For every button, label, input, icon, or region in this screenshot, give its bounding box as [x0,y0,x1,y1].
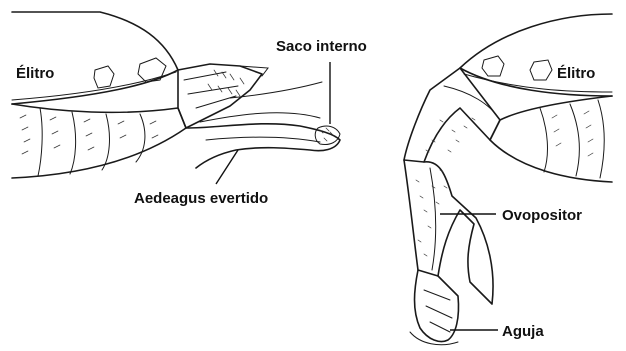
label-ovipositor: Ovopositor [502,207,582,224]
label-needle: Aguja [502,323,544,340]
label-internal-sac: Saco interno [276,38,367,55]
male-abdomen-drawing [12,12,340,178]
right-elytron-spot-2 [530,60,552,80]
right-elytron-shape [460,14,612,96]
left-elytron-spot-2 [138,58,166,82]
ovipositor-shape [404,160,493,304]
aedeagus-shape [186,124,340,168]
right-elytron-spot-1 [482,56,504,76]
label-elytron-right: Élitro [557,65,595,82]
female-abdomen-drawing [404,14,612,345]
needle-shape [415,270,459,342]
left-elytron-spot-1 [94,66,114,88]
label-aedeagus: Aedeagus evertido [134,190,268,207]
label-elytron-left: Élitro [16,65,54,82]
